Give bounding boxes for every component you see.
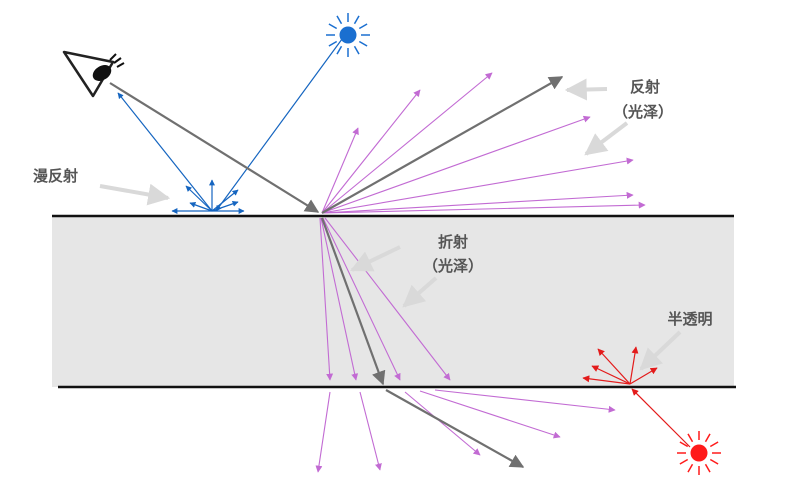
red-scatter-ray <box>582 375 631 385</box>
light-ray-mark <box>709 441 719 448</box>
purple-refraction-ray <box>319 217 334 381</box>
label-reflection-glossy: （光泽） <box>613 103 673 121</box>
purple-reflection-ray <box>321 72 493 214</box>
pointer-refraction-main <box>350 245 401 272</box>
light-ray-mark <box>353 45 360 55</box>
medium-slab <box>52 216 734 387</box>
pointer-diffuse <box>99 183 171 206</box>
purple-exit-ray <box>404 391 481 456</box>
light-ray-mark <box>687 433 694 443</box>
purple-exit-ray <box>315 391 331 473</box>
light-ray-mark <box>687 463 694 473</box>
blue-scatter-ray <box>211 200 239 212</box>
purple-exit-ray <box>434 389 616 413</box>
light-ray-mark <box>353 15 360 25</box>
main-exit-ray <box>385 389 525 468</box>
red-light-source-icon <box>677 431 721 475</box>
purple-reflection-ray <box>321 89 421 214</box>
label-refraction: 折射 <box>438 233 468 251</box>
pointer-translucent <box>639 330 682 371</box>
translucent-rays <box>582 346 691 448</box>
purple-reflection-ray <box>321 157 634 214</box>
blue-incident-ray <box>215 34 346 212</box>
label-refraction-glossy: （光泽） <box>423 257 483 275</box>
pointer-refraction-gloss <box>402 276 438 308</box>
light-ray-mark <box>358 40 368 47</box>
red-incident-ray <box>631 388 691 448</box>
light-ray-mark <box>328 23 338 30</box>
blue-scatter-ray <box>185 185 213 212</box>
purple-refraction-ray <box>320 217 359 381</box>
purple-reflection-ray <box>321 191 634 214</box>
red-scatter-ray <box>629 346 639 385</box>
callout-pointers <box>99 78 682 371</box>
main-refracted-ray <box>320 217 386 386</box>
label-translucent: 半透明 <box>667 310 712 328</box>
purple-refraction-ray <box>322 217 401 381</box>
label-reflection: 反射 <box>630 78 660 96</box>
purple-exit-ray <box>359 391 382 471</box>
red-scatter-ray <box>591 365 631 385</box>
main-light-path <box>109 76 564 468</box>
blue-scatter-ray <box>211 189 239 212</box>
purple-reflection-ray <box>321 201 646 214</box>
light-ray-mark <box>704 433 711 443</box>
main-reflected-ray <box>321 76 564 214</box>
light-ray-mark <box>679 458 689 465</box>
purple-reflection-ray <box>321 115 591 214</box>
blue-ray-to-eye <box>117 92 213 212</box>
light-ray-mark <box>328 40 338 47</box>
red-scatter-ray <box>597 348 631 385</box>
light-ray-mark <box>358 23 368 30</box>
purple-reflection-ray <box>321 127 359 214</box>
purple-refraction-ray <box>324 217 451 381</box>
blue-light-source-icon <box>326 13 370 57</box>
blue-scatter-ray <box>189 202 213 212</box>
diffuse-reflection-rays <box>117 34 346 214</box>
light-ray-mark <box>336 45 343 55</box>
red-scatter-ray <box>629 367 658 385</box>
glossy-reflection-rays <box>321 72 646 214</box>
pointer-reflection-main <box>564 78 608 101</box>
light-ray-mark <box>709 458 719 465</box>
glossy-refraction-rays <box>315 217 616 473</box>
eye-icon <box>62 50 125 98</box>
main-incident-ray <box>109 82 320 213</box>
pointer-reflection-gloss <box>584 121 629 156</box>
purple-exit-ray <box>419 390 561 439</box>
light-ray-mark <box>704 463 711 473</box>
label-diffuse-reflection: 漫反射 <box>33 167 78 185</box>
light-ray-mark <box>679 441 689 448</box>
light-ray-mark <box>336 15 343 25</box>
